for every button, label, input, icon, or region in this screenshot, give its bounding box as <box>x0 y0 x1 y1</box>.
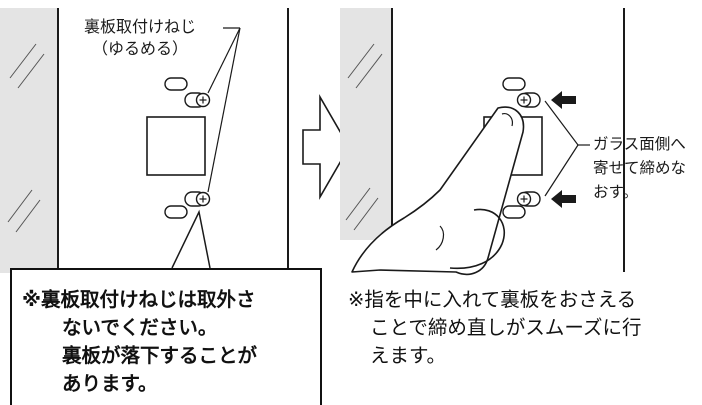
right-hole-bottom <box>502 205 526 219</box>
glass-label-line2: 寄せて締めな <box>593 159 687 177</box>
right-hole-top <box>502 77 526 91</box>
glass-label-line3: おす。 <box>593 183 638 201</box>
screw-label-line2: （ゆるめる） <box>92 39 189 58</box>
screw-icon <box>516 191 541 207</box>
warning-line1: ※裏板取付けねじは取外さ <box>22 288 256 311</box>
glass-label-line1: ガラス面側へ <box>593 135 686 153</box>
finger-illustration <box>351 106 525 276</box>
warning-callout-box <box>10 268 322 405</box>
note-text: ※指を中に入れて裏板をおさえる ことで締め直しがスムーズに行 えます。 <box>348 286 641 370</box>
note-line3: えます。 <box>370 344 447 367</box>
warning-text: ※裏板取付けねじは取外さ ないでください。 裏板が落下することが あります。 <box>22 286 257 398</box>
right-panel <box>340 8 625 276</box>
arrow-left-icon <box>551 190 576 208</box>
right-glass-reflection <box>345 43 383 231</box>
warning-pointer <box>171 209 211 269</box>
warning-line3: 裏板が落下することが <box>62 344 258 367</box>
screw-leader-lines <box>207 27 241 193</box>
left-panel <box>0 8 289 273</box>
screw-label: 裏板取付けねじ （ゆるめる） <box>84 16 196 60</box>
left-glass-reflection <box>7 43 45 233</box>
arrow-left-icon <box>551 91 576 109</box>
left-glass-strip <box>0 8 58 273</box>
screw-label-line1: 裏板取付けねじ <box>84 17 197 36</box>
right-glass-strip <box>340 8 392 240</box>
left-hole-bottom <box>164 205 188 219</box>
screw-icon <box>184 191 211 207</box>
note-line2: ことで締め直しがスムーズに行 <box>370 316 642 339</box>
screw-icon <box>516 92 541 108</box>
glass-leader-lines <box>544 100 590 197</box>
left-hole-top <box>164 77 188 91</box>
glass-side-label: ガラス面側へ 寄せて締めな おす。 <box>593 132 686 204</box>
left-back-plate <box>146 116 206 176</box>
note-line1: ※指を中に入れて裏板をおさえる <box>348 288 637 311</box>
screw-icon <box>184 92 211 108</box>
arrow-right-icon <box>302 94 350 200</box>
warning-line2: ないでください。 <box>62 316 218 339</box>
warning-line4: あります。 <box>62 372 158 395</box>
